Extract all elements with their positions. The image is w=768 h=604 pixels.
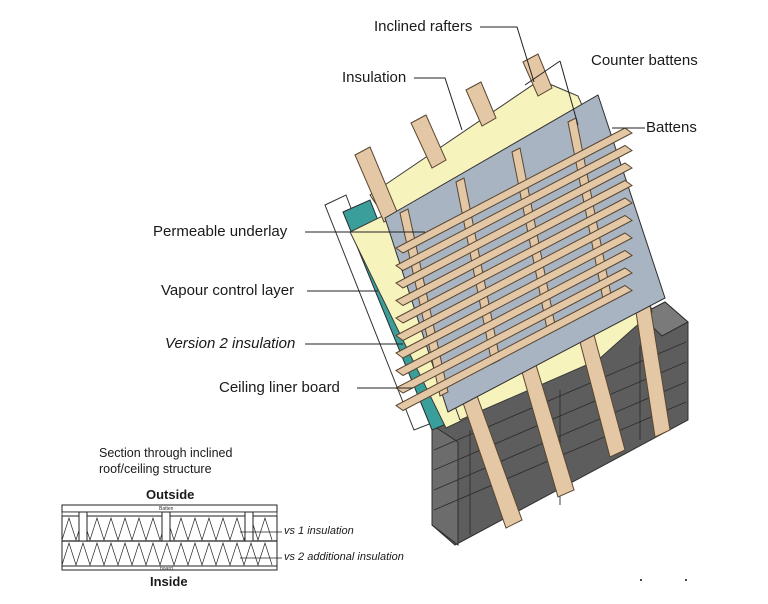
batten-slat [395,284,633,412]
batten-slat [395,162,633,289]
batten-slat [395,267,633,394]
label-insulation: Insulation [342,69,407,86]
leader-lines [305,26,645,389]
counter-battens [399,117,613,397]
label-version2-insulation: Version 2 insulation [165,335,296,352]
section-vs1-label: vs 1 insulation [284,525,354,537]
batten-slat [395,144,633,272]
label-counter-battens: Counter battens [591,52,698,69]
section-board-tag: board [160,566,173,572]
section-batten-tag: Batten [159,506,174,512]
label-vapour-control-layer: Vapour control layer [161,282,295,299]
inclined-rafters [354,53,671,529]
batten-slat [395,179,633,307]
batten-slat [395,232,633,359]
section-drawing [61,504,282,571]
label-ceiling-liner-board: Ceiling liner board [219,379,340,396]
batten-slat [395,127,633,254]
label-battens: Battens [646,119,697,136]
batten-slat [395,249,633,377]
section-inside-label: Inside [150,574,188,589]
section-insulation-zigzag [61,541,273,567]
label-inclined-rafters: Inclined rafters [374,18,473,35]
section-vs2-label: vs 2 additional insulation [284,551,404,563]
batten-slat [395,214,633,342]
label-permeable-underlay: Permeable underlay [153,223,288,240]
section-caption-line1: Section through inclined [99,446,233,460]
batten-slat [395,197,633,324]
section-outside-label: Outside [146,487,195,502]
battens [395,127,633,412]
stray-marks [640,579,687,581]
section-caption-line2: roof/ceiling structure [99,462,212,476]
